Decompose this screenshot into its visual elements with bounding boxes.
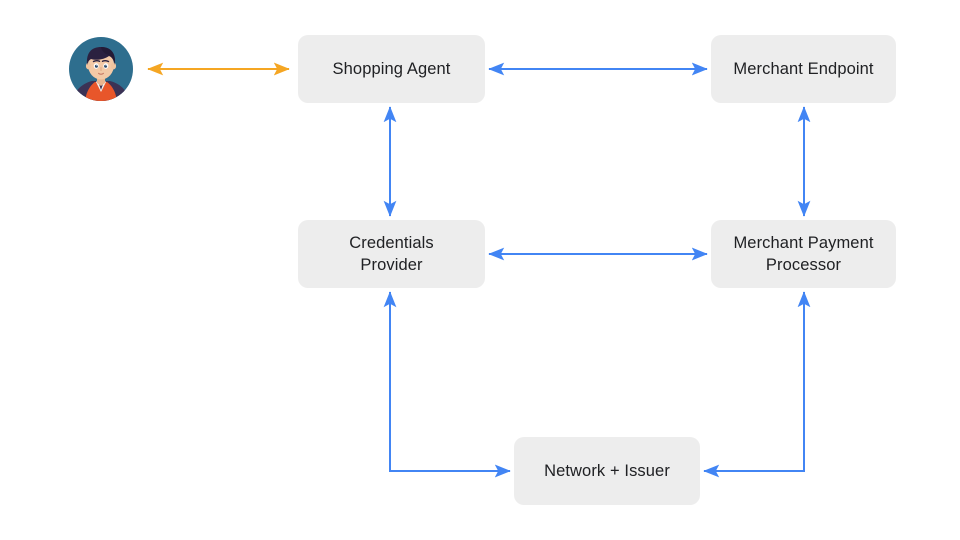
node-shopping-agent-label: Shopping Agent <box>332 59 451 78</box>
node-merchant-payment-processor[interactable]: Merchant Payment Processor <box>711 220 896 288</box>
user-avatar-icon <box>69 37 133 101</box>
node-merchant-endpoint[interactable]: Merchant Endpoint <box>711 35 896 103</box>
node-credentials-provider-label: Credentials Provider <box>349 233 434 274</box>
user-avatar <box>68 36 134 102</box>
edge-network-issuer-to-merchant-payment-processor <box>703 291 811 478</box>
node-network-issuer[interactable]: Network + Issuer <box>514 437 700 505</box>
node-merchant-endpoint-label: Merchant Endpoint <box>733 59 874 78</box>
node-network-issuer-label: Network + Issuer <box>544 461 670 480</box>
edge-credentials-provider-to-network-issuer <box>383 291 511 478</box>
node-shopping-agent[interactable]: Shopping Agent <box>298 35 485 103</box>
node-merchant-payment-processor-label: Merchant Payment Processor <box>733 233 874 274</box>
node-credentials-provider[interactable]: Credentials Provider <box>298 220 485 288</box>
